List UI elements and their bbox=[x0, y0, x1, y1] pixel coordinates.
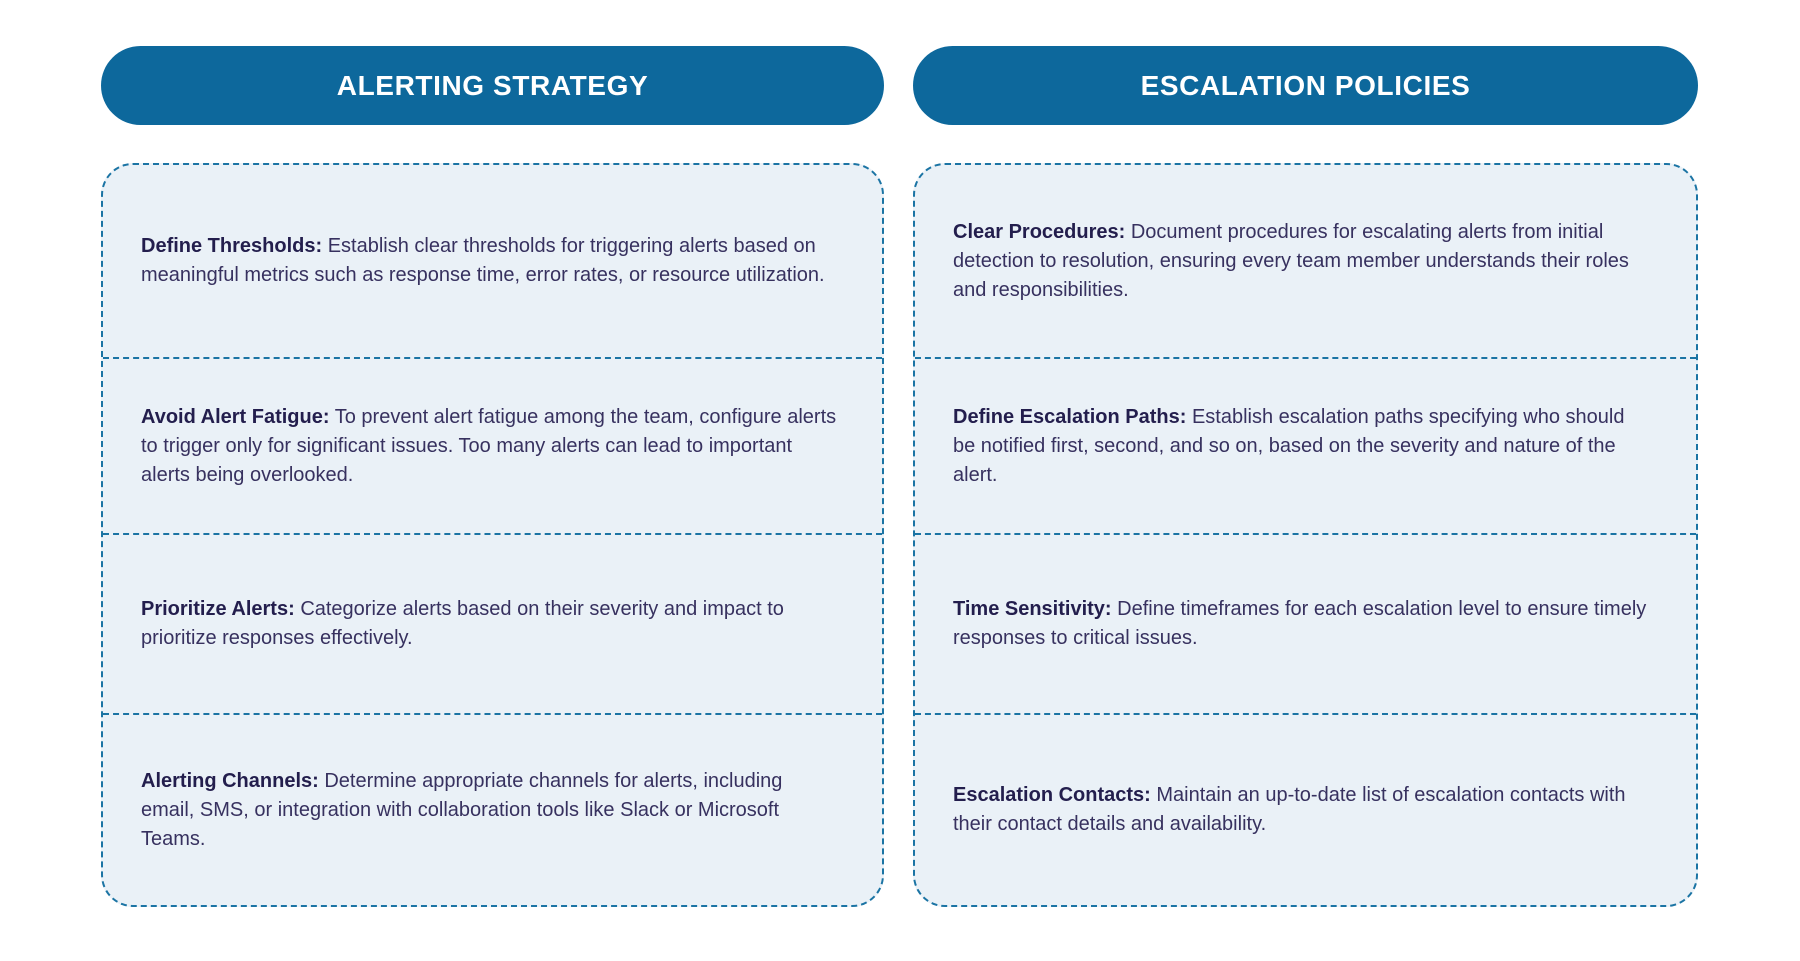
row-text: To prevent alert fatigue among the team,… bbox=[141, 405, 837, 486]
row-text: Maintain an up-to-date list of escalatio… bbox=[953, 784, 1626, 835]
row-text: Categorize alerts based on their severit… bbox=[141, 598, 784, 649]
row-title: Define Thresholds: bbox=[141, 235, 323, 257]
column-escalation-policies: ESCALATION POLICIES Clear Procedures: Do… bbox=[913, 46, 1698, 907]
header-title: ALERTING STRATEGY bbox=[336, 69, 649, 101]
row-paragraph: Escalation Contacts: Maintain an up-to-d… bbox=[953, 781, 1652, 839]
header-title: ESCALATION POLICIES bbox=[1140, 69, 1471, 101]
row-title: Alerting Channels: bbox=[141, 769, 319, 792]
row-text: Define timeframes for each escalation le… bbox=[953, 598, 1647, 649]
row-paragraph: Avoid Alert Fatigue: To prevent alert fa… bbox=[141, 403, 838, 490]
card-row-clear-procedures: Clear Procedures: Document procedures fo… bbox=[915, 165, 1696, 357]
row-text: Establish escalation paths specifying wh… bbox=[953, 405, 1625, 486]
card-row-avoid-alert-fatigue: Avoid Alert Fatigue: To prevent alert fa… bbox=[103, 357, 882, 533]
card-row-prioritize-alerts: Prioritize Alerts: Categorize alerts bas… bbox=[103, 533, 882, 713]
row-paragraph: Time Sensitivity: Define timeframes for … bbox=[953, 595, 1652, 653]
row-paragraph: Prioritize Alerts: Categorize alerts bas… bbox=[141, 595, 838, 653]
row-paragraph: Define Thresholds: Establish clear thres… bbox=[141, 232, 838, 290]
column-alerting-strategy: ALERTING STRATEGY Define Thresholds: Est… bbox=[101, 46, 884, 907]
header-pill-escalation-policies: ESCALATION POLICIES bbox=[913, 46, 1698, 125]
row-title: Escalation Contacts: bbox=[953, 784, 1151, 806]
card-row-escalation-contacts: Escalation Contacts: Maintain an up-to-d… bbox=[915, 713, 1696, 905]
card-row-define-thresholds: Define Thresholds: Establish clear thres… bbox=[103, 165, 882, 357]
row-title: Define Escalation Paths: bbox=[953, 405, 1187, 428]
header-pill-alerting-strategy: ALERTING STRATEGY bbox=[101, 46, 884, 125]
row-paragraph: Clear Procedures: Document procedures fo… bbox=[953, 218, 1652, 305]
row-title: Avoid Alert Fatigue: bbox=[141, 405, 330, 428]
row-paragraph: Define Escalation Paths: Establish escal… bbox=[953, 403, 1652, 490]
row-text: Establish clear thresholds for triggerin… bbox=[141, 235, 825, 286]
card-row-define-escalation-paths: Define Escalation Paths: Establish escal… bbox=[915, 357, 1696, 533]
row-title: Time Sensitivity: bbox=[953, 598, 1112, 620]
card-alerting-strategy: Define Thresholds: Establish clear thres… bbox=[101, 163, 884, 907]
row-title: Clear Procedures: bbox=[953, 220, 1126, 243]
card-row-time-sensitivity: Time Sensitivity: Define timeframes for … bbox=[915, 533, 1696, 713]
card-row-alerting-channels: Alerting Channels: Determine appropriate… bbox=[103, 713, 882, 905]
row-title: Prioritize Alerts: bbox=[141, 598, 295, 620]
row-text: Document procedures for escalating alert… bbox=[953, 220, 1629, 301]
row-paragraph: Alerting Channels: Determine appropriate… bbox=[141, 767, 838, 854]
row-text: Determine appropriate channels for alert… bbox=[141, 769, 783, 850]
card-escalation-policies: Clear Procedures: Document procedures fo… bbox=[913, 163, 1698, 907]
